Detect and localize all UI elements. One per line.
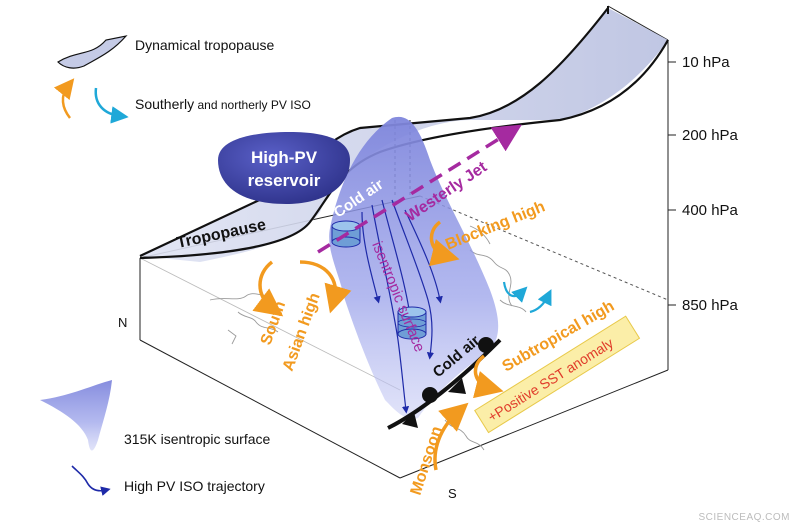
legend-southerly: Southerly bbox=[135, 96, 194, 112]
legend-dynamical-tropopause-text: Dynamical tropopause bbox=[135, 37, 275, 53]
vortex-cylinder-lower bbox=[397, 306, 427, 340]
south-label: S bbox=[448, 486, 457, 501]
south-asian-high-label-1: South bbox=[258, 299, 289, 347]
legend-pv-iso-text: Southerly and northerly PV ISO bbox=[135, 96, 311, 112]
westerly-jet-arrow bbox=[317, 124, 522, 254]
pressure-label-200: 200 hPa bbox=[682, 127, 739, 144]
high-pv-reservoir bbox=[218, 132, 350, 204]
legend-trajectory: High PV ISO trajectory bbox=[71, 465, 265, 496]
legend-dynamical-tropopause: Dynamical tropopause bbox=[57, 35, 275, 69]
pressure-label-400: 400 hPa bbox=[682, 202, 739, 219]
legend-isentropic: 315K isentropic surface bbox=[40, 380, 271, 451]
cold-front-line bbox=[387, 338, 502, 430]
watermark: SCIENCEAQ.COM bbox=[698, 512, 790, 523]
legend-northerly: and northerly PV ISO bbox=[194, 98, 311, 112]
cyan-pv-arrows bbox=[502, 281, 552, 314]
reservoir-label-1: High-PV bbox=[251, 148, 318, 167]
pressure-ticks bbox=[668, 61, 676, 306]
reservoir-label-2: reservoir bbox=[248, 171, 321, 190]
legend-isentropic-text: 315K isentropic surface bbox=[124, 431, 271, 447]
front-markers bbox=[402, 337, 494, 428]
north-label: N bbox=[118, 315, 127, 330]
monsoon-label: Monsoon bbox=[408, 424, 446, 497]
pressure-label-10: 10 hPa bbox=[682, 54, 730, 71]
legend-pv-iso: Southerly and northerly PV ISO bbox=[53, 78, 311, 124]
orange-circulations bbox=[252, 220, 504, 471]
isentropic-surface-shape bbox=[329, 116, 499, 419]
pressure-label-850: 850 hPa bbox=[682, 297, 739, 314]
legend-trajectory-text: High PV ISO trajectory bbox=[124, 478, 265, 494]
